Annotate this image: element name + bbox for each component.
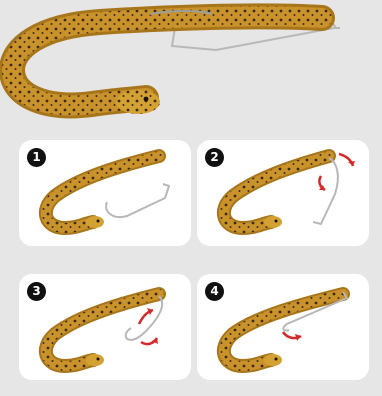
step-number-3: 3: [27, 282, 46, 301]
step-card-4: 4: [197, 274, 369, 380]
step-2-hook: [313, 158, 338, 224]
hero-rigged-worm-image: [0, 0, 382, 140]
step-card-2: 2: [197, 140, 369, 246]
step-card-3: 3: [19, 274, 191, 380]
step-card-1: 1: [19, 140, 191, 246]
step-1-hook: [106, 184, 169, 217]
step-number-2: 2: [205, 148, 224, 167]
step-number-1: 1: [27, 148, 46, 167]
step-number-4: 4: [205, 282, 224, 301]
